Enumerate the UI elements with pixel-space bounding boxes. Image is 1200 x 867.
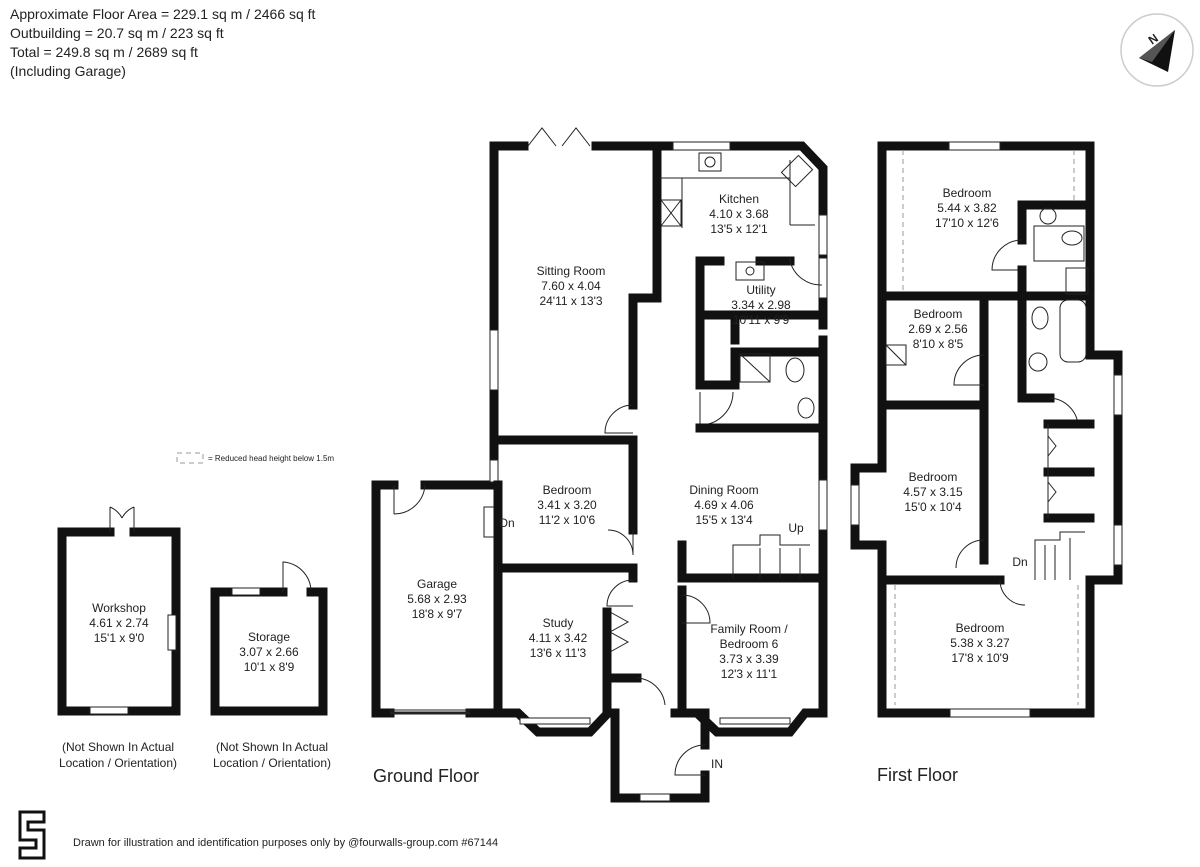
sitting-room-name: Sitting Room <box>537 264 606 278</box>
family-room-name-2: Bedroom 6 <box>720 637 779 651</box>
sitting-room-metric: 7.60 x 4.04 <box>541 279 601 293</box>
ground-bedroom-name: Bedroom <box>543 483 592 497</box>
floor-area-line: Approximate Floor Area = 229.1 sq m / 24… <box>10 6 316 22</box>
ground-floor-plan <box>371 127 828 803</box>
dining-room-metric: 4.69 x 4.06 <box>694 498 754 512</box>
storage-plan <box>210 561 328 716</box>
dining-room-imperial: 15'5 x 13'4 <box>695 513 753 527</box>
first-floor-stairs-down-label: Dn <box>1012 555 1027 569</box>
total-area-line: Total = 249.8 sq m / 2689 sq ft <box>10 44 198 60</box>
sitting-room-imperial: 24'11 x 13'3 <box>539 294 602 308</box>
outbuilding-area-line: Outbuilding = 20.7 sq m / 223 sq ft <box>10 25 224 41</box>
first-bedroom-2-metric: 2.69 x 2.56 <box>908 322 968 336</box>
first-bedroom-3-metric: 4.57 x 3.15 <box>903 485 963 499</box>
ground-bedroom-metric: 3.41 x 3.20 <box>537 498 597 512</box>
study-imperial: 13'6 x 11'3 <box>530 646 587 660</box>
ground-floor-title: Ground Floor <box>373 766 479 786</box>
family-room-imperial: 12'3 x 11'1 <box>721 667 778 681</box>
kitchen-metric: 4.10 x 3.68 <box>709 207 769 221</box>
first-bedroom-4-metric: 5.38 x 3.27 <box>950 636 1010 650</box>
first-bedroom-2-name: Bedroom <box>914 307 963 321</box>
compass-icon: N <box>1120 13 1194 87</box>
workshop-note-2: Location / Orientation) <box>59 756 177 770</box>
family-room-metric: 3.73 x 3.39 <box>719 652 779 666</box>
legend-text: = Reduced head height below 1.5m <box>208 454 334 463</box>
garage-stairs-down-label: Dn <box>499 516 514 530</box>
ground-bedroom-imperial: 11'2 x 10'6 <box>539 513 596 527</box>
family-room-name-1: Family Room / <box>710 622 788 636</box>
kitchen-name: Kitchen <box>719 192 759 206</box>
garage-name: Garage <box>417 577 457 591</box>
first-bedroom-3-imperial: 15'0 x 10'4 <box>904 500 962 514</box>
garage-metric: 5.68 x 2.93 <box>407 592 467 606</box>
utility-name: Utility <box>746 283 775 297</box>
workshop-imperial: 15'1 x 9'0 <box>94 631 145 645</box>
study-metric: 4.11 x 3.42 <box>529 631 588 645</box>
first-bedroom-3-name: Bedroom <box>909 470 958 484</box>
first-bedroom-1-metric: 5.44 x 3.82 <box>937 201 997 215</box>
workshop-plan <box>57 506 181 716</box>
workshop-note-1: (Not Shown In Actual <box>62 740 174 754</box>
first-bedroom-2-imperial: 8'10 x 8'5 <box>913 337 964 351</box>
utility-metric: 3.34 x 2.98 <box>731 298 791 312</box>
storage-imperial: 10'1 x 8'9 <box>244 660 295 674</box>
first-bedroom-4-name: Bedroom <box>956 621 1005 635</box>
garage-note-line: (Including Garage) <box>10 63 126 79</box>
first-floor-title: First Floor <box>877 765 958 785</box>
first-floor-plan <box>850 141 1123 718</box>
workshop-name: Workshop <box>92 601 146 615</box>
first-bedroom-4-imperial: 17'8 x 10'9 <box>951 651 1009 665</box>
utility-imperial: 10'11 x 9'9 <box>733 313 790 327</box>
first-bedroom-1-name: Bedroom <box>943 186 992 200</box>
study-name: Study <box>543 616 574 630</box>
dining-room-name: Dining Room <box>689 483 758 497</box>
stairs-up-label: Up <box>788 521 804 535</box>
entrance-label: IN <box>711 757 723 771</box>
garage-imperial: 18'8 x 9'7 <box>412 607 463 621</box>
storage-note-2: Location / Orientation) <box>213 756 331 770</box>
first-bedroom-1-imperial: 17'10 x 12'6 <box>935 216 999 230</box>
storage-note-1: (Not Shown In Actual <box>216 740 328 754</box>
storage-metric: 3.07 x 2.66 <box>239 645 299 659</box>
reduced-height-swatch <box>176 452 204 464</box>
footer-credit: Drawn for illustration and identificatio… <box>73 837 498 849</box>
fourwalls-logo-icon <box>18 810 46 860</box>
storage-name: Storage <box>248 630 290 644</box>
workshop-metric: 4.61 x 2.74 <box>89 616 149 630</box>
kitchen-imperial: 13'5 x 12'1 <box>710 222 768 236</box>
